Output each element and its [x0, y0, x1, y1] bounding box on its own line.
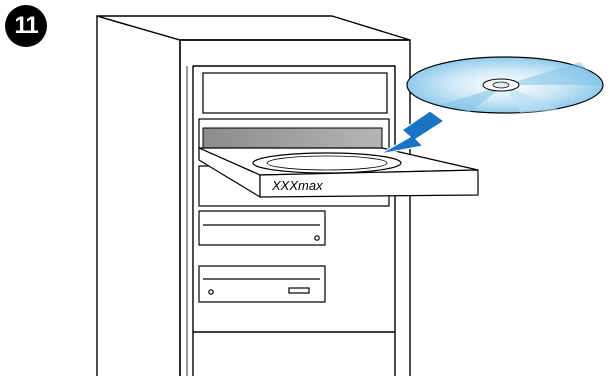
cd-tray [198, 147, 479, 198]
insert-arrow-icon [379, 110, 445, 155]
step-number: 11 [14, 12, 38, 39]
drive-slot [202, 127, 383, 149]
cd-disc-icon [406, 56, 604, 114]
drive-label: XXXmax [271, 178, 323, 193]
tower-computer-icon [96, 15, 411, 376]
step-number-badge: 11 [5, 5, 47, 47]
